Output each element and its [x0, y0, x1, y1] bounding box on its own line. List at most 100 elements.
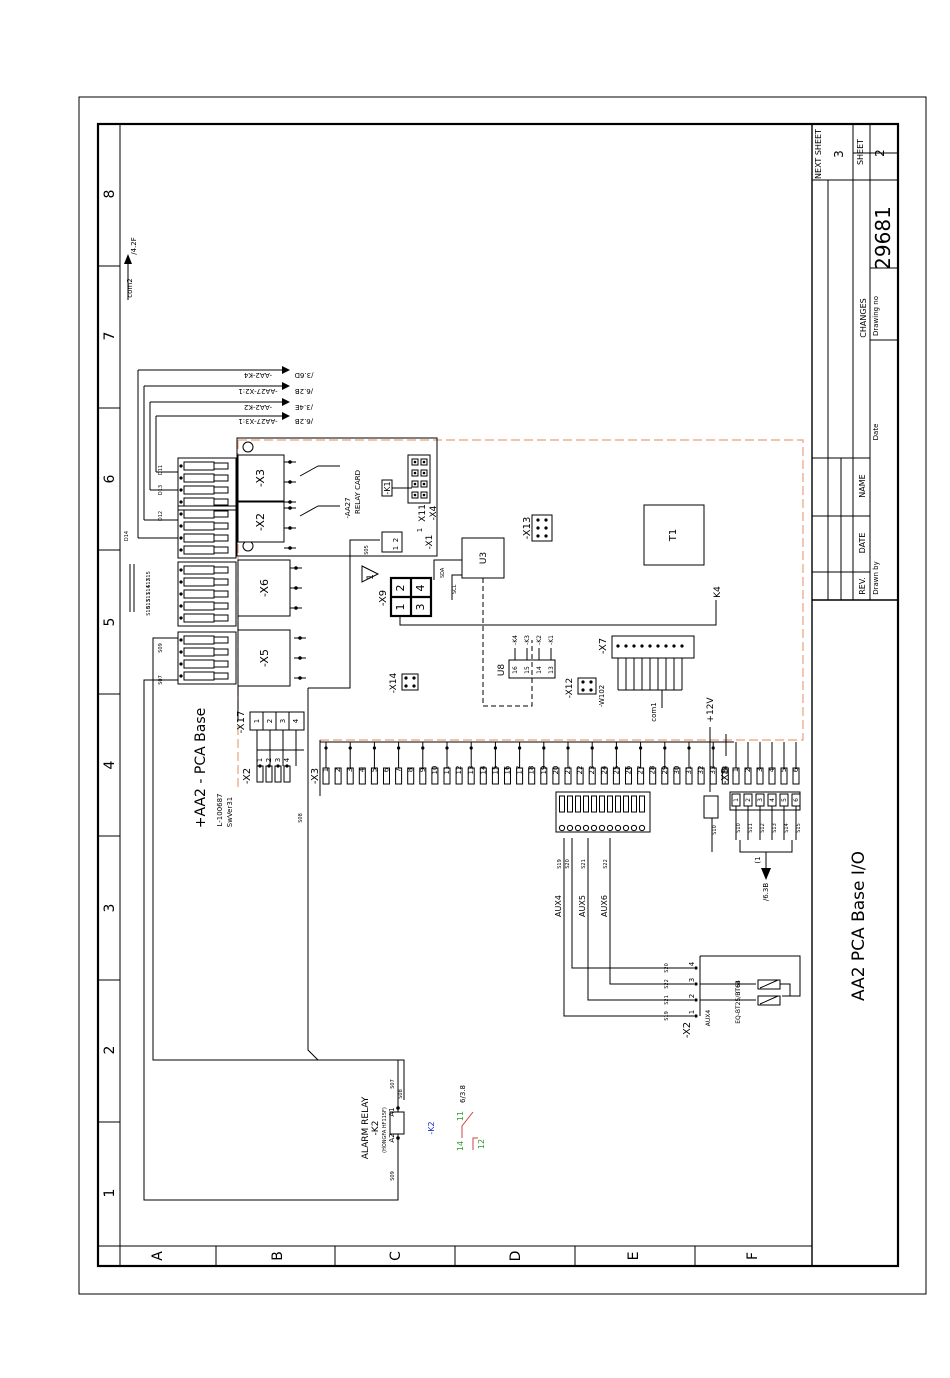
plug-pin-tip [213, 614, 229, 622]
drawing-border [96, 122, 900, 1268]
sheet-label: SHEET [856, 139, 865, 165]
x3-terminal-pin: 24 [600, 765, 608, 774]
plug-pin-dot [179, 674, 183, 678]
x12-pin [581, 688, 585, 692]
plug-pin [183, 601, 215, 611]
aux-pin-ring [606, 824, 614, 832]
sheet-title: AA2 PCA Base I/O [849, 851, 869, 1001]
left-wire-label: S12 [146, 578, 152, 588]
x3-node [614, 746, 619, 750]
x3-terminal [504, 767, 511, 785]
x11-pin-dot [413, 493, 417, 497]
x13-header [531, 514, 553, 542]
u8-signal-label: -K3 [524, 635, 531, 645]
next-sheet-value: 3 [832, 150, 846, 158]
col-num-6: 6 [102, 474, 118, 483]
date-label: Date [872, 424, 880, 441]
plus12v-label: +12V [706, 697, 716, 723]
row-ticks [215, 1246, 696, 1266]
plug-pin-tip [213, 522, 229, 530]
x3-node [542, 746, 546, 750]
x3-terminal-pin: 11 [443, 766, 451, 775]
x17-pin-number: 4 [292, 718, 300, 723]
aux-pin-ring [614, 824, 622, 832]
x8-plug-pin-number: 4 [769, 798, 776, 802]
pca-base-board: -AA27 RELAY CARD -X3 -X2 -X6 -X5 -K1 X11… [177, 437, 804, 852]
x8-terminal-pin: 1 [732, 768, 740, 772]
x3-terminal-pin: 20 [552, 766, 560, 775]
x8-terminal-pin: 5 [780, 768, 788, 772]
col-num-4: 4 [102, 760, 118, 769]
x12-pins [581, 680, 593, 692]
aux-pin-ring [598, 824, 606, 832]
x7-pin [672, 644, 676, 648]
x7-pin [648, 644, 652, 648]
x11-pin-dot [422, 493, 426, 497]
x13-pin [544, 534, 548, 538]
u8-label: U8 [497, 664, 507, 677]
x3-node [663, 746, 667, 750]
plug-pin-tip [213, 546, 229, 554]
x3-connector [237, 454, 285, 502]
x17-pin-number: 1 [253, 719, 261, 723]
x3-label: -X3 [254, 469, 267, 487]
x8-12v-plug [703, 795, 719, 819]
xref-label: -AA2-K4 [243, 371, 272, 379]
x2-terminal-pin: 3 [274, 758, 282, 762]
x2-terminal-pin: 1 [256, 758, 264, 762]
aux-pin-ring [622, 824, 630, 832]
u8-signal-label: -K4 [512, 635, 519, 645]
aux-terminal-dot [694, 998, 698, 1002]
x3-terminal-pin: 7 [395, 768, 403, 772]
w102-label: -W102 [598, 685, 606, 708]
aux6-label: AUX6 [600, 895, 609, 917]
x8-wire-label: S13 [772, 823, 778, 833]
alarm-relay-title: ALARM RELAY [361, 1096, 371, 1159]
warning-number: 1 [366, 574, 376, 580]
x3-terminal-pin: 27 [637, 766, 645, 775]
board-sw-version: SwVer31 [226, 797, 234, 828]
arrow-left-icon [282, 382, 290, 390]
alarm-relay-part: (HONGFA HF115F) [382, 1107, 388, 1153]
u8-signal-label: -K2 [536, 635, 543, 645]
x3-terminal-pin: 1 [322, 768, 330, 772]
plug-pin-dot [179, 592, 183, 596]
x3-node [711, 746, 715, 750]
x3-terminal [576, 767, 584, 785]
x3-terminal [625, 767, 632, 785]
x8-terminal-pin: 6 [792, 767, 800, 772]
relay-coil [389, 1111, 405, 1135]
aux-pin [583, 795, 589, 813]
x5-connector [237, 629, 291, 687]
x11-pin-dot [413, 482, 417, 486]
s07-wire [143, 679, 399, 1201]
s05-label: S05 [364, 545, 370, 555]
aux4-label: AUX4 [554, 895, 563, 917]
x3-terminal-pin: 32 [697, 766, 705, 775]
plug-pin-tip [213, 590, 229, 598]
x3-terminal-pin: 16 [504, 765, 512, 774]
plug-pin-dot [179, 488, 183, 492]
x5-wire-label: S09 [158, 643, 164, 653]
relay-card-ref: -AA27 [344, 497, 352, 518]
x8-plug-pin-number: 3 [757, 798, 764, 802]
k4-label: K4 [713, 586, 723, 598]
plug-pin-dot [179, 512, 183, 516]
x7-pin [680, 644, 684, 648]
x11-pin [411, 491, 419, 499]
alarm-wire-s09: S09 [390, 1171, 396, 1181]
x12-pin [589, 688, 593, 692]
x8-terminal-label: -X8 [720, 768, 731, 784]
x17-pin-number: 3 [279, 719, 287, 723]
plug-pin [183, 589, 215, 599]
row-letter-E: E [626, 1252, 642, 1261]
x3-terminal-pin: 19 [540, 766, 548, 775]
x9-pin-2: 2 [394, 585, 407, 592]
plug-pin-dot [179, 638, 183, 642]
x3-terminal-pin: 34 [721, 765, 729, 774]
plug-pin [183, 521, 215, 531]
plug-pin-tip [213, 474, 229, 482]
u8-pin-number: 16 [512, 666, 519, 674]
plug-body [177, 505, 237, 559]
